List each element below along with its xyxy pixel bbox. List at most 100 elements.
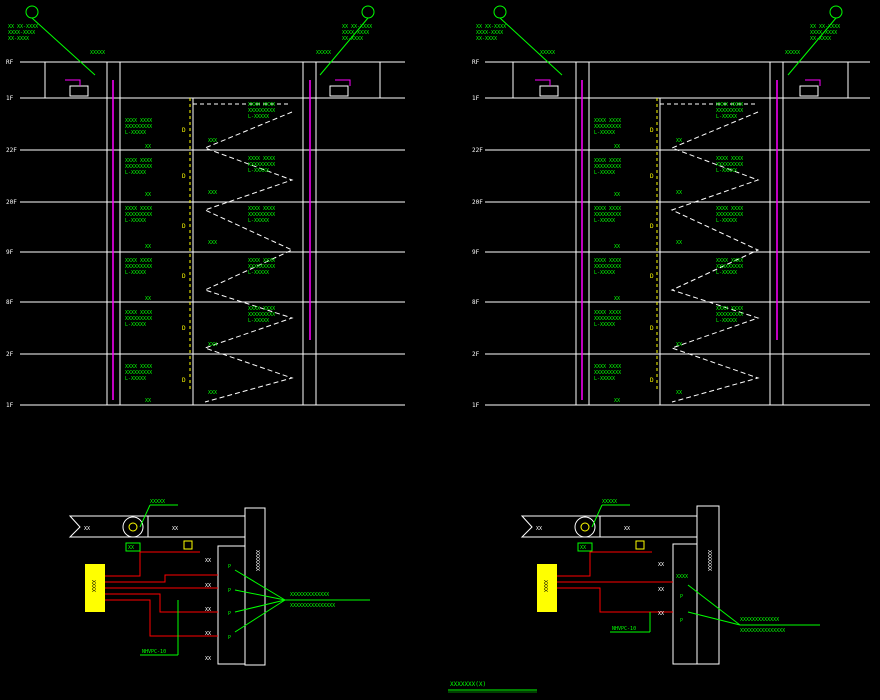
floor-label: 22F (6, 147, 17, 154)
damper-label: D (182, 173, 186, 180)
roof-note-line: XXXX-XXXX (342, 30, 369, 36)
duct-note: L-XXXXX (716, 270, 737, 276)
duct-note: L-XXXXX (125, 322, 146, 328)
control-panel (537, 564, 557, 612)
roof-note-line: XX-XXXX (476, 36, 497, 42)
duct-note: L-XXXXX (594, 322, 615, 328)
duct-note: XXXX XXXX (594, 158, 621, 164)
duct-note: XXXX XXXX (594, 118, 621, 124)
duct-note: XXXXXXXXX (248, 212, 275, 218)
valve-symbol-left-icon (25, 5, 39, 19)
panel-text: XXXX (90, 580, 96, 592)
roof-note-line: XXXX-XXXX (476, 30, 503, 36)
duct-note: XXXXXXXXX (594, 370, 621, 376)
duct-note: XXXX XXXX (716, 258, 743, 264)
duct-note: XXXX XXXX (125, 118, 152, 124)
damper-label: D (650, 127, 654, 134)
damper-label: D (650, 377, 654, 384)
duct-note: XXXXXXXXX (594, 212, 621, 218)
tag-label: XX (128, 545, 134, 551)
duct-note: L-XXXXX (594, 376, 615, 382)
device-label: XXXX (676, 574, 688, 580)
terminal-block (217, 545, 246, 665)
duct-note: XXXXXXXXX (125, 164, 152, 170)
p-label: P (228, 564, 231, 570)
roof-note-line: XX XX-XXXX (476, 24, 506, 30)
roof-note-line: XXXX-XXXX (810, 30, 837, 36)
damper-label: D (182, 325, 186, 332)
roof-duct-left (535, 79, 551, 86)
terminal-label: XX (205, 583, 211, 589)
terminal-label: XX (205, 607, 211, 613)
outlet-label: XX (624, 526, 630, 532)
floor-label: 2F (472, 351, 480, 358)
duct-note: XXXX XXXX (716, 306, 743, 312)
duct-label: XX (614, 192, 620, 198)
duct-note: XXXXXXXXX (594, 124, 621, 130)
terminal-label: XX (658, 562, 664, 568)
valve-symbol-right-icon (361, 5, 375, 19)
red-wire (557, 551, 652, 577)
p-label: P (680, 594, 683, 600)
fan-note: XXXXX (316, 50, 331, 56)
floor-label: 2F (6, 351, 14, 358)
p-label: P (680, 618, 683, 624)
duct-note: L-XXXXX (716, 114, 737, 120)
duct-note: XXXX XXXX (248, 156, 275, 162)
duct-note: XXXXXXXXX (716, 212, 743, 218)
fan-note: XXXXX (540, 50, 555, 56)
damper-label: D (182, 273, 186, 280)
duct-note: L-XXXXX (248, 318, 269, 324)
duct-note: XXXXXXXXX (125, 370, 152, 376)
duct-label: XX (614, 296, 620, 302)
damper-label: D (650, 325, 654, 332)
duct-note: XXXX XXXX (594, 206, 621, 212)
panel-text: XXXX (542, 580, 548, 592)
outlet-label: XX (172, 526, 178, 532)
sensor-icon (635, 540, 645, 550)
roof-note-line: XX-XXXX (8, 36, 29, 42)
terminal-label: XX (658, 587, 664, 593)
duct-note: XXXX XXXX (594, 310, 621, 316)
duct-note: XXXX XXXX (248, 102, 275, 108)
duct-note: XXXXXXXXX (248, 162, 275, 168)
duct-note: XXXXXXXXX (248, 312, 275, 318)
terminal-block (672, 543, 698, 665)
floor-label: 1F (6, 95, 14, 102)
stair-label: XX (676, 138, 682, 144)
sensor-icon (183, 540, 193, 550)
roof-note-line: XX-XXXX (810, 36, 831, 42)
valve-symbol-left-icon (493, 5, 507, 19)
roof-duct-left (65, 79, 81, 86)
tag-box (577, 542, 593, 552)
stair-label: XXX (208, 390, 217, 396)
leader (591, 504, 603, 528)
floor-label: 20F (6, 199, 17, 206)
floor-label: 1F (472, 95, 480, 102)
damper-label: D (650, 273, 654, 280)
duct-note: L-XXXXX (125, 130, 146, 136)
duct-note: XXXXXXXXX (125, 124, 152, 130)
stair-label: XX (676, 390, 682, 396)
floor-label: 9F (472, 249, 480, 256)
duct-note: XXXX XXXX (248, 306, 275, 312)
stair-label: XX (676, 240, 682, 246)
duct-label: XX (614, 398, 620, 404)
inlet-label: XX (536, 526, 542, 532)
duct-note: XXXXXXXXX (248, 108, 275, 114)
damper-label: D (650, 223, 654, 230)
p-label: P (228, 635, 231, 641)
leader (234, 589, 286, 601)
floor-label: 1F (6, 402, 14, 409)
tag-box (125, 542, 141, 552)
duct-note: L-XXXXX (248, 114, 269, 120)
duct-note: XXXXXXXXX (716, 162, 743, 168)
leader-right (787, 17, 837, 76)
duct-note: L-XXXXX (716, 218, 737, 224)
stair-label: XXX (208, 342, 217, 348)
duct-label: XX (145, 398, 151, 404)
duct-note: XXXXXXXXX (125, 212, 152, 218)
red-wire (557, 587, 673, 613)
leader (139, 504, 151, 528)
